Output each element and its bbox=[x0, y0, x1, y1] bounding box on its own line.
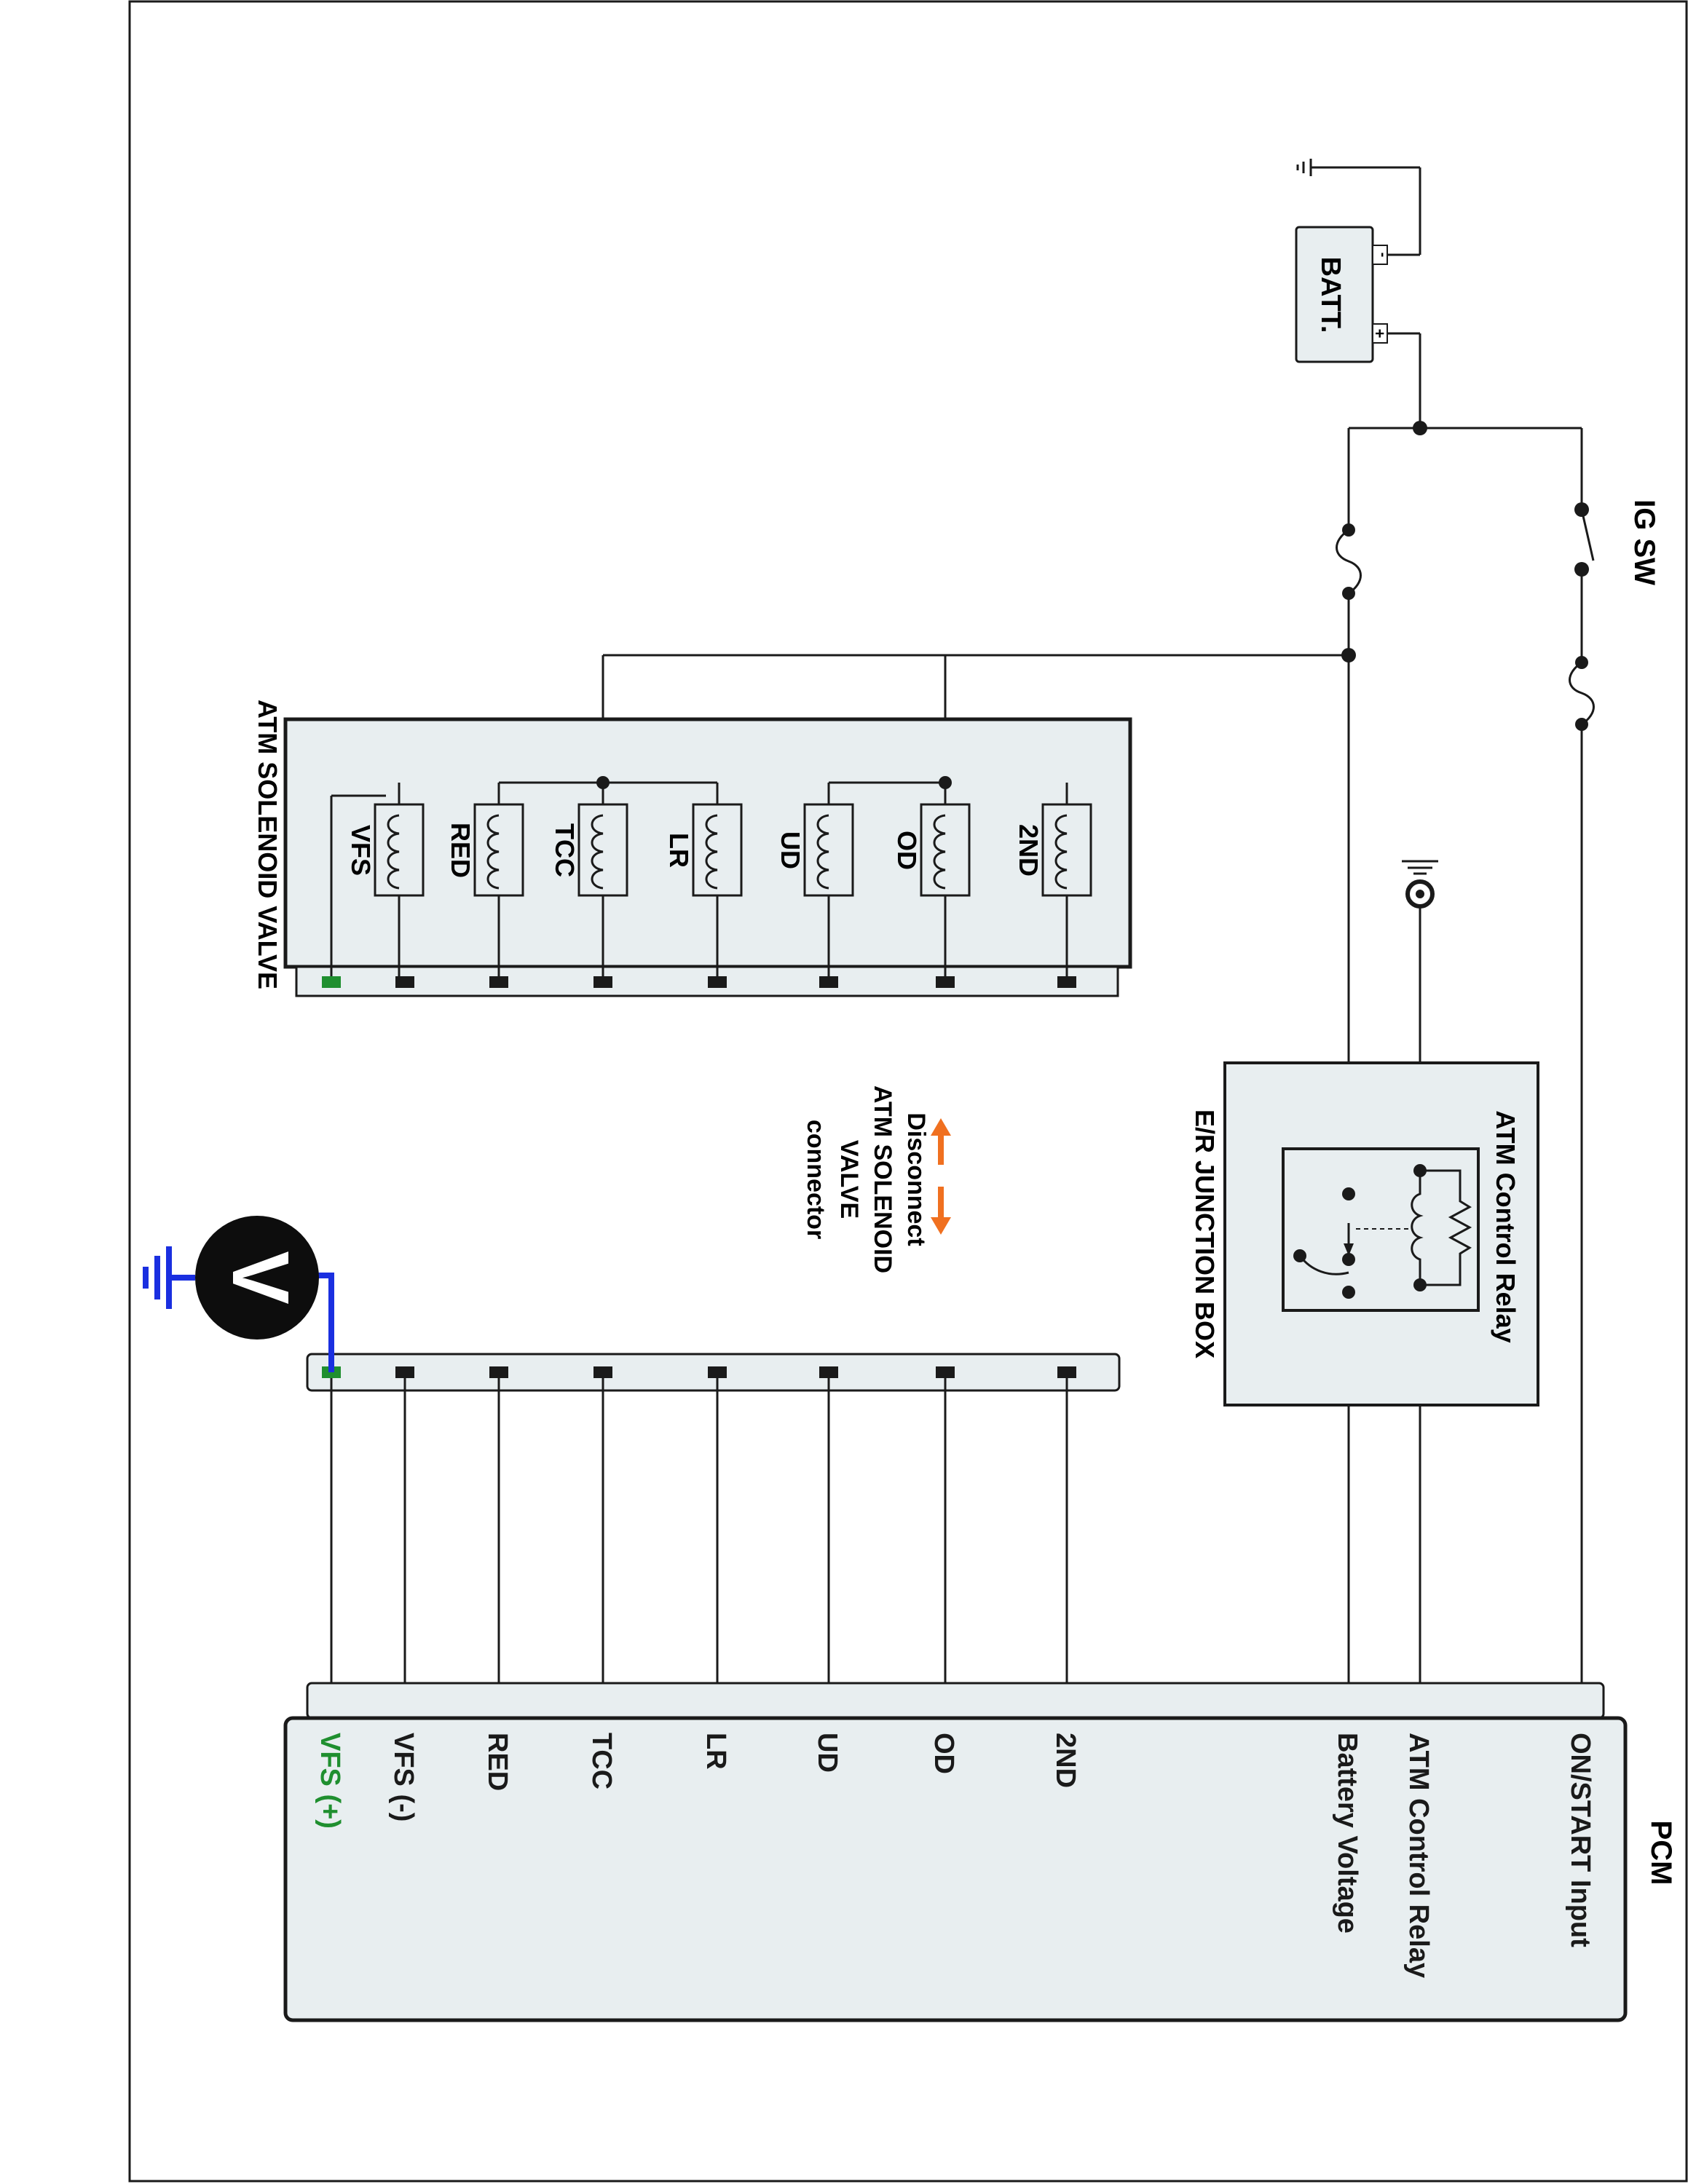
battery-minus: - bbox=[1375, 253, 1391, 258]
fuse-ig-icon bbox=[1569, 656, 1595, 731]
harness-pin bbox=[819, 1366, 838, 1378]
solenoid-lr: LR bbox=[664, 783, 743, 981]
relay-coil-icon bbox=[1411, 1171, 1424, 1285]
solenoid-housing bbox=[577, 803, 628, 897]
solenoid-valve-label: ATM SOLENOID VALVE bbox=[253, 700, 283, 989]
solenoid-label-lr: LR bbox=[664, 833, 694, 868]
solenoid-coil-icon bbox=[933, 814, 946, 890]
disconnect-text: Disconnect ATM SOLENOID VALVE connector bbox=[802, 1085, 930, 1273]
harness-pin bbox=[1057, 1366, 1076, 1378]
solenoid-housing bbox=[1041, 803, 1092, 897]
valve-pin bbox=[395, 976, 414, 988]
solenoid-label-od: OD bbox=[892, 831, 922, 870]
solenoid-housing bbox=[473, 803, 524, 897]
solenoid-coil-icon bbox=[705, 814, 718, 890]
valve-pin bbox=[322, 976, 341, 988]
solenoid-housing bbox=[374, 803, 425, 897]
pcm-pin-label-lr: LR bbox=[701, 1733, 731, 1770]
valve-pin bbox=[936, 976, 955, 988]
disconnect-arrows-icon bbox=[931, 1118, 951, 1235]
pcm-pin-label-atm-control-relay: ATM Control Relay bbox=[1403, 1733, 1434, 1978]
disconnect-line-2: ATM SOLENOID bbox=[869, 1085, 896, 1273]
pcm-pin-label-2nd: 2ND bbox=[1050, 1733, 1081, 1788]
fuse-batt-icon bbox=[1336, 523, 1362, 600]
relay-label: ATM Control Relay bbox=[1491, 1110, 1521, 1342]
battery-plus: + bbox=[1370, 329, 1389, 339]
valve-pin bbox=[489, 976, 508, 988]
harness-pin bbox=[708, 1366, 727, 1378]
harness-pin bbox=[489, 1366, 508, 1378]
ground-top-icon bbox=[1296, 159, 1420, 176]
pcm-pin-label-od: OD bbox=[928, 1733, 959, 1774]
solenoid-label-2nd: 2ND bbox=[1014, 824, 1044, 877]
solenoid-housing bbox=[803, 803, 854, 897]
harness-pin bbox=[395, 1366, 414, 1378]
pcm-box bbox=[283, 1716, 1628, 2022]
solenoid-ud: UD bbox=[776, 783, 854, 981]
pcm-pin-label-ud: UD bbox=[812, 1733, 843, 1773]
solenoid-housing bbox=[920, 803, 971, 897]
solenoid-housing bbox=[692, 803, 743, 897]
solenoid-label-vfs: VFS bbox=[346, 825, 376, 876]
harness-pin bbox=[593, 1366, 612, 1378]
pcm-pin-label-vfs: VFS (-) bbox=[388, 1733, 419, 1821]
solenoid-coil-icon bbox=[591, 814, 604, 890]
harness-pin bbox=[936, 1366, 955, 1378]
solenoid-valve-connector bbox=[295, 965, 1119, 997]
ignition-switch-icon bbox=[1574, 502, 1595, 577]
solenoid-label-ud: UD bbox=[776, 831, 805, 869]
pcm-pin-labels: ON/START Input ATM Control Relay Battery V… bbox=[315, 1733, 1596, 1978]
solenoid-coil-icon bbox=[387, 814, 400, 890]
solenoid-coil-icon bbox=[1054, 814, 1068, 890]
pcm-pin-label-battery-voltage: Battery Voltage bbox=[1332, 1733, 1362, 1934]
disconnect-line-3: VALVE bbox=[835, 1140, 863, 1219]
solenoid-vfs: VFS bbox=[346, 783, 425, 981]
ig-sw-label: IG SW bbox=[1628, 499, 1660, 585]
pcm-pin-label-red: RED bbox=[482, 1733, 513, 1791]
solenoid-label-red: RED bbox=[446, 823, 476, 878]
battery-label: BATT. bbox=[1315, 257, 1346, 333]
valve-pin bbox=[708, 976, 727, 988]
solenoid-coils: 2ND OD UD LR TCC RED VFS bbox=[346, 783, 1092, 981]
pcm-pin-label-vfs: VFS (+) bbox=[315, 1733, 345, 1829]
relay-resistor-icon bbox=[1420, 1169, 1472, 1286]
pcm-label: PCM bbox=[1645, 1821, 1677, 1886]
page-border bbox=[128, 0, 1688, 2183]
solenoid-tcc: TCC bbox=[550, 783, 628, 981]
valve-pin bbox=[593, 976, 612, 988]
valve-pin bbox=[1057, 976, 1076, 988]
junction-box-label: E/R JUNCTION BOX bbox=[1190, 1109, 1220, 1358]
pcm-pin-label-on-start-input: ON/START Input bbox=[1565, 1733, 1596, 1947]
atm-control-relay bbox=[1282, 1147, 1480, 1312]
ground-relay-icon bbox=[1402, 860, 1438, 909]
battery-icon: - + BATT. bbox=[1295, 226, 1391, 363]
solenoid-od: OD bbox=[892, 783, 971, 981]
pcm-connector bbox=[306, 1682, 1605, 1720]
solenoid-label-tcc: TCC bbox=[550, 823, 580, 877]
pcm-pin-label-tcc: TCC bbox=[586, 1733, 617, 1789]
disconnect-line-4: connector bbox=[802, 1120, 829, 1239]
solenoid-coil-icon bbox=[816, 814, 829, 890]
solenoid-2nd: 2ND bbox=[1014, 783, 1092, 981]
solenoid-coil-icon bbox=[486, 814, 500, 890]
valve-pin bbox=[819, 976, 838, 988]
solenoid-red: RED bbox=[446, 783, 524, 981]
disconnect-line-1: Disconnect bbox=[902, 1112, 930, 1246]
voltmeter-label: V bbox=[216, 1251, 305, 1304]
voltmeter: V bbox=[143, 1216, 334, 1372]
